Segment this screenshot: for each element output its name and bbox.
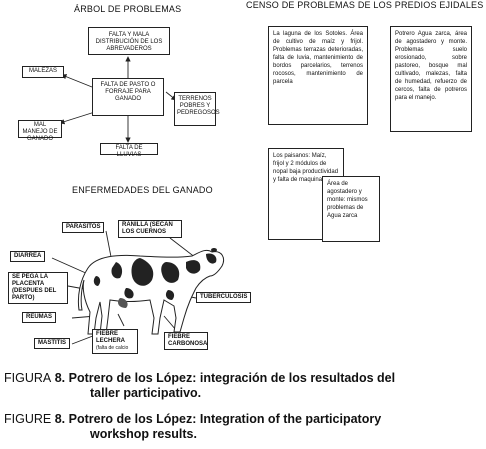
tree-box-lluvias: FALTA DE LLUVIAS — [100, 143, 158, 158]
diseases-title: ENFERMEDADES DEL GANADO — [72, 185, 213, 195]
line-fiebre-lechera — [117, 313, 125, 327]
caption-en-text2: workshop results. — [90, 427, 197, 441]
caption-es-text: . Potrero de los López: integración de l… — [61, 371, 396, 385]
census-box-agua-zarca: Potrero Agua zarca, área de agostadero y… — [390, 26, 472, 132]
tree-box-abrevaderos: FALTA Y MALA DISTRIBUCIÓN DE LOS ABREVAD… — [88, 27, 170, 55]
arrow-to-malezas — [61, 74, 93, 88]
label-diarrea: DIARREA — [10, 251, 46, 262]
tree-title: ÁRBOL DE PROBLEMAS — [74, 4, 182, 14]
caption-en-text: . Potrero de los López: Integration of t… — [61, 412, 382, 426]
line-ranilla — [169, 237, 197, 259]
caption-en: FIGURE 8. Potrero de los López: Integrat… — [4, 412, 484, 442]
caption-en-label: FIGURE — [4, 412, 52, 426]
census-title: CENSO DE PROBLEMAS DE LOS PREDIOS EJIDAL… — [246, 0, 484, 10]
line-diarrea — [51, 257, 89, 275]
caption-es-num: 8 — [54, 371, 62, 385]
tree-box-malezas: MALEZAS — [22, 66, 64, 78]
caption-es-text2: taller participativo. — [90, 386, 202, 400]
cow-illustration — [77, 248, 225, 335]
label-parasitos: PARASITOS — [62, 222, 105, 233]
label-fiebre-lechera-text: FIEBRE LECHERA — [96, 331, 126, 344]
label-ranilla: RANILLA (SECAN LOS CUERNOS — [118, 220, 182, 238]
label-tuberculosis: TUBERCULOSIS — [196, 292, 252, 303]
caption-es-label: FIGURA — [4, 371, 52, 385]
census-box-agostadero: Área de agostadero y monte: mismos probl… — [322, 176, 380, 242]
label-fiebre-carbonosa: FIEBRE CARBONOSA — [164, 332, 208, 350]
label-fiebre-lechera: FIEBRE LECHERA (falta de calcio — [92, 329, 138, 354]
label-placenta: SE PEGA LA PLACENTA (DESPUES DEL PARTO) — [8, 272, 68, 304]
tree-box-center: FALTA DE PASTO O FORRAJE PARA GANADO — [92, 78, 164, 116]
label-reumas: REUMAS — [22, 312, 57, 323]
tree-box-manejo: MAL MANEJO DE GANADO — [18, 120, 62, 142]
caption-en-num: 8 — [54, 412, 62, 426]
caption-es: FIGURA 8. Potrero de los López: integrac… — [4, 371, 484, 401]
label-mastitis: MASTITIS — [34, 338, 70, 349]
arrow-to-manejo — [59, 110, 99, 125]
census-box-sotoles: La laguna de los Sotoles. Área de cultiv… — [268, 26, 368, 125]
label-fiebre-lechera-note: (falta de calcio — [96, 345, 129, 351]
tree-box-terrenos: TERRENOS POBRES Y PEDREGOSOS — [174, 92, 220, 126]
line-fiebre-carbonosa — [163, 315, 177, 331]
